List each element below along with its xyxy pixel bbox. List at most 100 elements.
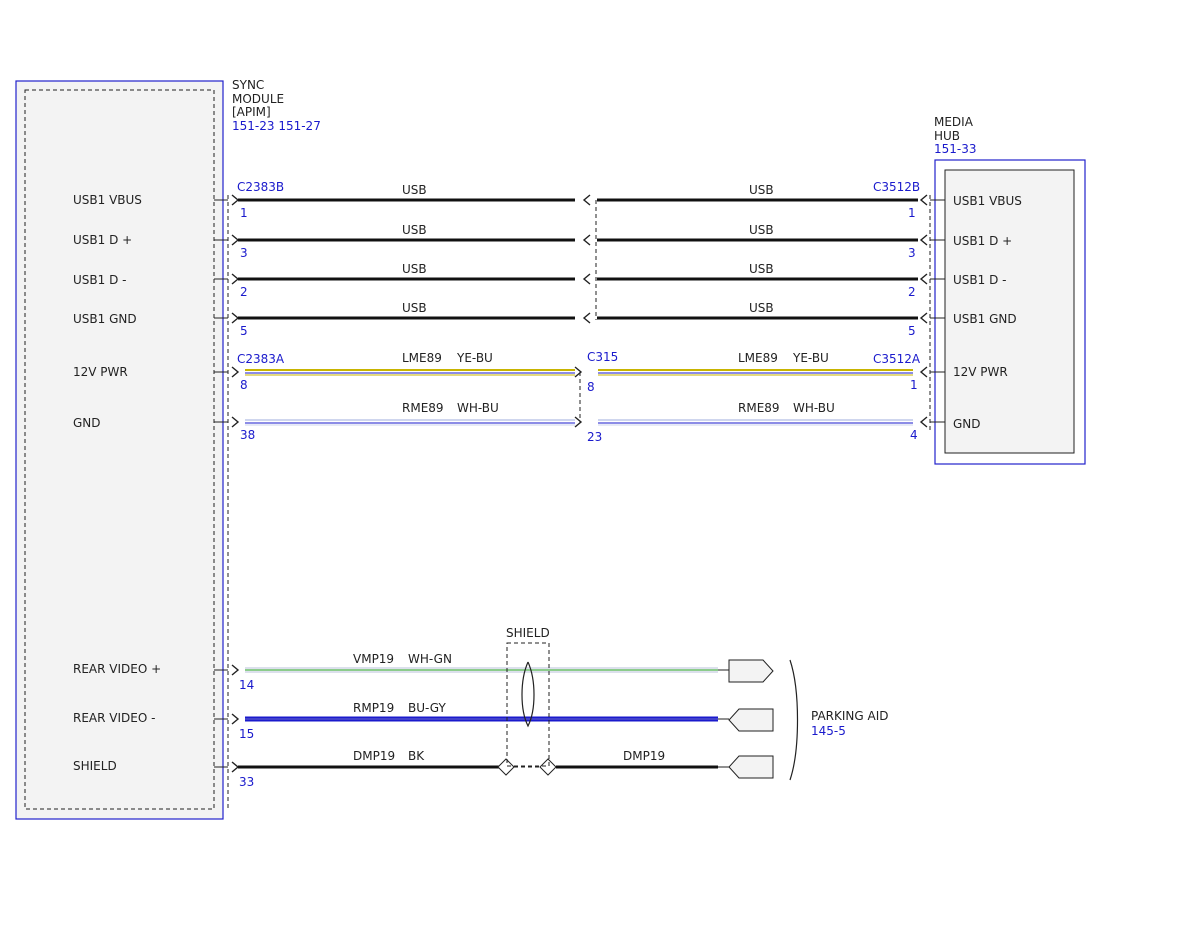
terminal-1 <box>728 659 774 683</box>
hub-pin-label: USB1 D - <box>953 273 1006 287</box>
shield-box <box>506 642 550 767</box>
wire-color: WH-GN <box>408 652 452 666</box>
pin-number: 1 <box>908 206 916 220</box>
wire-color: WH-BU <box>793 401 835 415</box>
sync-pin-label: USB1 VBUS <box>73 193 142 207</box>
circuit-number: RME89 <box>402 401 444 415</box>
usb-left-arrow <box>231 273 240 285</box>
hub-pin-label: USB1 D + <box>953 234 1012 248</box>
sync-name-1: SYNC <box>232 78 264 92</box>
hub-name-1: MEDIA <box>934 115 974 129</box>
sync-pin-label: REAR VIDEO + <box>73 662 161 676</box>
circuit-number: LME89 <box>402 351 442 365</box>
sync-name-3: [APIM] <box>232 105 271 119</box>
power-right-arrow <box>919 416 928 428</box>
circuit-number: LME89 <box>738 351 778 365</box>
sync-module-inner <box>24 89 215 810</box>
hub-refs[interactable]: 151-33 <box>934 142 977 156</box>
parking-aid-name: PARKING AID <box>811 709 889 723</box>
media-hub-inner <box>944 169 1075 454</box>
usb-wire-label: USB <box>402 301 427 315</box>
pin-number: 8 <box>587 380 595 394</box>
usb-left-arrow <box>231 234 240 246</box>
sync-name-2: MODULE <box>232 92 284 106</box>
wire-color: BU-GY <box>408 701 446 715</box>
video-left-arrow <box>231 713 240 725</box>
hub-pin-label: 12V PWR <box>953 365 1008 379</box>
sync-pin-label: GND <box>73 416 101 430</box>
usb-wire-label: USB <box>402 223 427 237</box>
pin-number: 1 <box>910 378 918 392</box>
circuit-number: RME89 <box>738 401 780 415</box>
usb-mid-arrow <box>582 273 591 285</box>
hub-name-2: HUB <box>934 129 960 143</box>
c315-arrow <box>574 416 583 428</box>
circuit-number: VMP19 <box>353 652 394 666</box>
power-left-arrow <box>231 366 240 378</box>
connector-c315[interactable]: C315 <box>587 350 618 364</box>
parking-aid-brace <box>789 659 799 781</box>
pin-number: 1 <box>240 206 248 220</box>
power-left-arrow <box>231 416 240 428</box>
usb-left-arrow <box>231 194 240 206</box>
connector-c3512a[interactable]: C3512A <box>873 352 921 366</box>
hub-pin-label: USB1 VBUS <box>953 194 1022 208</box>
sync-pin-label: USB1 D + <box>73 233 132 247</box>
pin-number: 15 <box>239 727 254 741</box>
sync-refs[interactable]: 151-23 151-27 <box>232 119 321 133</box>
splice-right <box>539 758 557 776</box>
usb-wire-label: USB <box>749 183 774 197</box>
sync-pin-label: REAR VIDEO - <box>73 711 155 725</box>
parking-aid-terminals <box>728 659 774 779</box>
sync-pin-label: USB1 GND <box>73 312 137 326</box>
pin-number: 5 <box>240 324 248 338</box>
usb-right-arrow <box>919 312 928 324</box>
pin-number: 3 <box>908 246 916 260</box>
usb-mid-arrow <box>582 234 591 246</box>
terminal-3 <box>728 755 774 779</box>
usb-right-arrow <box>919 194 928 206</box>
parking-aid-ref[interactable]: 145-5 <box>811 724 846 738</box>
connector-c3512b[interactable]: C3512B <box>873 180 920 194</box>
power-right-arrow <box>919 366 928 378</box>
pin-number: 2 <box>240 285 248 299</box>
pin-number: 33 <box>239 775 254 789</box>
pin-number: 23 <box>587 430 602 444</box>
circuit-number: DMP19 <box>353 749 395 763</box>
hub-pin-labels: USB1 VBUS USB1 D + USB1 D - USB1 GND 12V PWR… <box>953 194 1022 431</box>
pin-number: 5 <box>908 324 916 338</box>
connector-c2383a[interactable]: C2383A <box>237 352 285 366</box>
usb-mid-arrow <box>582 312 591 324</box>
pin-number: 4 <box>910 428 918 442</box>
pin-number: 2 <box>908 285 916 299</box>
usb-mid-arrow <box>582 194 591 206</box>
pin-number: 8 <box>240 378 248 392</box>
sync-pin-label: SHIELD <box>73 759 117 773</box>
wire-color: WH-BU <box>457 401 499 415</box>
sync-pin-label: USB1 D - <box>73 273 126 287</box>
video-left-arrow <box>231 761 240 773</box>
usb-wire-label: USB <box>402 183 427 197</box>
wire-color: YE-BU <box>792 351 829 365</box>
sync-pin-label: 12V PWR <box>73 365 128 379</box>
usb-wire-label: USB <box>749 301 774 315</box>
hub-pin-label: USB1 GND <box>953 312 1017 326</box>
sync-pin-labels: USB1 VBUS USB1 D + USB1 D - USB1 GND 12V PWR… <box>73 193 161 773</box>
pin-number: 38 <box>240 428 255 442</box>
sync-module-box <box>15 80 224 820</box>
circuit-number: DMP19 <box>623 749 665 763</box>
usb-wire-label: USB <box>749 262 774 276</box>
splice-left <box>497 758 515 776</box>
twist-symbol <box>521 661 535 728</box>
video-left-arrow <box>231 664 240 676</box>
usb-right-arrow <box>919 273 928 285</box>
pin-number: 3 <box>240 246 248 260</box>
shield-label: SHIELD <box>506 626 550 640</box>
connector-c2383b[interactable]: C2383B <box>237 180 284 194</box>
terminal-2 <box>728 708 774 732</box>
wire-color: YE-BU <box>456 351 493 365</box>
